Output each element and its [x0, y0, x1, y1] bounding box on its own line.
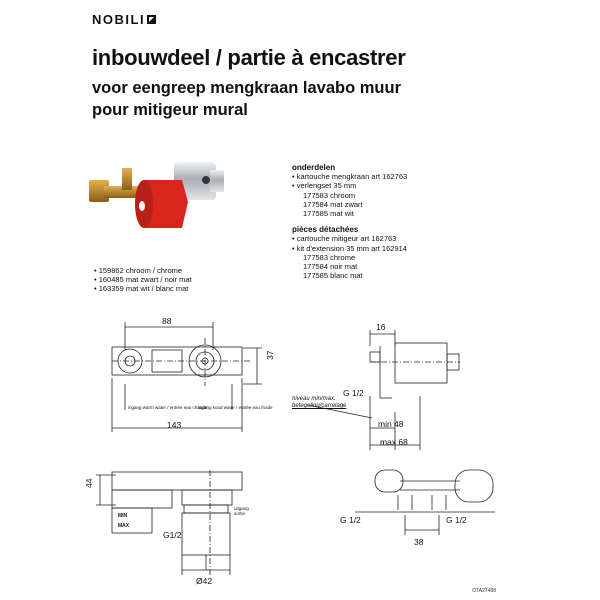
thread-label: G1/2 [163, 530, 182, 540]
brand-mark-icon [147, 15, 157, 24]
brand-name: NOBILI [92, 12, 146, 27]
document-code: OTA27488 [472, 588, 496, 594]
inlet-hot-label: ingang warm water / entrée eau chaude [128, 405, 208, 410]
spare-parts: onderdelen • kartouche mengkraan art 162… [292, 163, 492, 280]
dim-37: 37 [265, 350, 275, 360]
dim-16: 16 [376, 322, 386, 332]
parts-fr-heading: pièces détachées [292, 225, 359, 235]
bottom-front-view [96, 470, 243, 575]
parts-nl-item: 177583 chroom [303, 190, 356, 200]
dim-min48: min 48 [378, 419, 404, 429]
thread-label-right: G 1/2 [446, 515, 467, 525]
variant-item: • 159862 chroom / chrome [94, 266, 183, 275]
parts-fr-item: 177585 blanc mat [303, 271, 363, 281]
dim-44: 44 [84, 478, 94, 488]
subtitle-fr: pour mitigeur mural [92, 101, 248, 119]
parts-fr-item: • kit d'extension 35 mm art 162914 [292, 243, 407, 253]
dim-88: 88 [162, 316, 172, 326]
parts-nl-item: 177585 mat wit [303, 209, 354, 219]
parts-nl-item: • verlengset 35 mm [292, 181, 357, 191]
product-photo [89, 162, 224, 228]
front-view [111, 322, 262, 432]
variant-list: • 159862 chroom / chrome • 160485 mat zw… [94, 266, 192, 294]
parts-fr-item: • cartouche mitigeur art 162763 [292, 234, 397, 244]
parts-nl-item: 177584 mat zwart [303, 199, 363, 209]
max-label: MAX [118, 523, 130, 529]
subtitle-nl: voor eengreep mengkraan lavabo muur [92, 79, 402, 97]
outlet-label: uitgang sortie [234, 506, 249, 516]
brand-logo: NOBILI [92, 12, 157, 27]
min-label: MIN [118, 513, 128, 519]
bottom-top-view [355, 469, 495, 535]
side-view [307, 330, 460, 450]
dim-phi42: Ø42 [196, 576, 213, 586]
variant-item: • 160485 mat zwart / noir mat [94, 275, 192, 285]
variant-item: • 163359 mat wit / blanc mat [94, 284, 189, 294]
dim-38: 38 [414, 537, 424, 547]
parts-fr-item: 177584 noir mat [303, 262, 358, 272]
thread-label-left: G 1/2 [340, 515, 361, 525]
thread-label: G 1/2 [343, 388, 364, 398]
dim-143: 143 [167, 420, 182, 430]
dim-max68: max 68 [380, 437, 408, 447]
tile-level-label: niveau min/max. [292, 396, 336, 402]
tile-level-label-2: betegeling/carrelage [292, 403, 347, 409]
parts-nl-item: • kartouche mengkraan art 162763 [292, 172, 408, 182]
inlet-cold-label: ingang koud water / entrée eau froide [198, 405, 273, 410]
page-title: inbouwdeel / partie à encastrer [92, 45, 406, 70]
parts-fr-item: 177583 chrome [303, 252, 356, 262]
parts-nl-heading: onderdelen [292, 163, 336, 172]
